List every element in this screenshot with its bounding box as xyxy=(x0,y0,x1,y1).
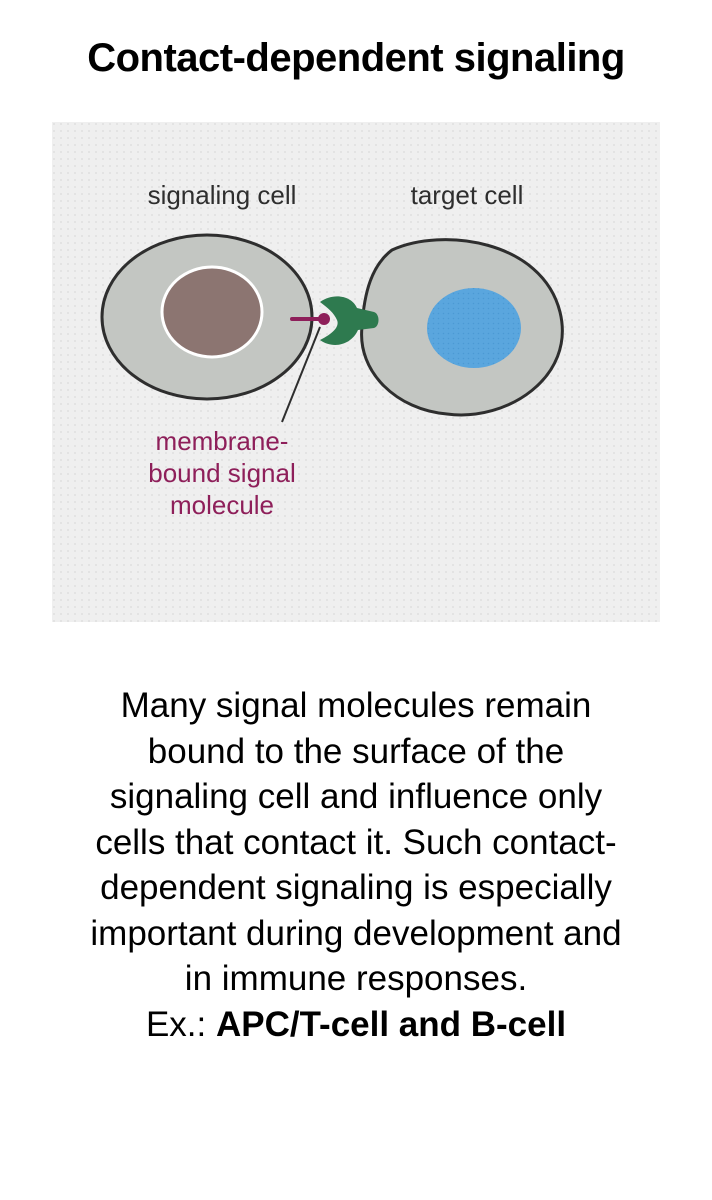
molecule-label-line-1: membrane- xyxy=(156,426,289,456)
example-line: Ex.: APC/T-cell and B-cell xyxy=(0,1002,712,1048)
page-title: Contact-dependent signaling xyxy=(87,36,625,80)
signaling-cell-label: signaling cell xyxy=(148,180,297,210)
diagram-canvas: signaling cell target cell membrane- bou… xyxy=(52,122,660,622)
signal-molecule xyxy=(318,313,330,325)
receptor-icon xyxy=(320,296,379,345)
example-cells: APC/T-cell and B-cell xyxy=(215,1004,567,1044)
molecule-leader-line xyxy=(281,326,321,423)
description: Many signal molecules remain bound to th… xyxy=(0,683,712,1047)
description-line: cells that contact it. Such contact- xyxy=(95,822,617,862)
cell-signaling-diagram: signaling cell target cell membrane- bou… xyxy=(52,122,660,622)
signaling-cell-nucleus xyxy=(160,265,264,359)
description-line: important during development and xyxy=(90,913,622,953)
description-line: bound to the surface of the xyxy=(147,731,565,771)
target-cell-label: target cell xyxy=(411,180,524,210)
target-cell-nucleus-texture xyxy=(427,288,521,368)
description-line: signaling cell and influence only xyxy=(109,777,603,816)
description-line: dependent signaling is especially xyxy=(100,868,612,907)
description-line: Many signal molecules remain xyxy=(120,686,592,725)
description-line: in immune responses. xyxy=(184,959,528,998)
molecule-label-line-3: molecule xyxy=(170,490,274,520)
example-prefix: Ex.: xyxy=(145,1004,216,1044)
molecule-label-line-2: bound signal xyxy=(148,458,295,488)
